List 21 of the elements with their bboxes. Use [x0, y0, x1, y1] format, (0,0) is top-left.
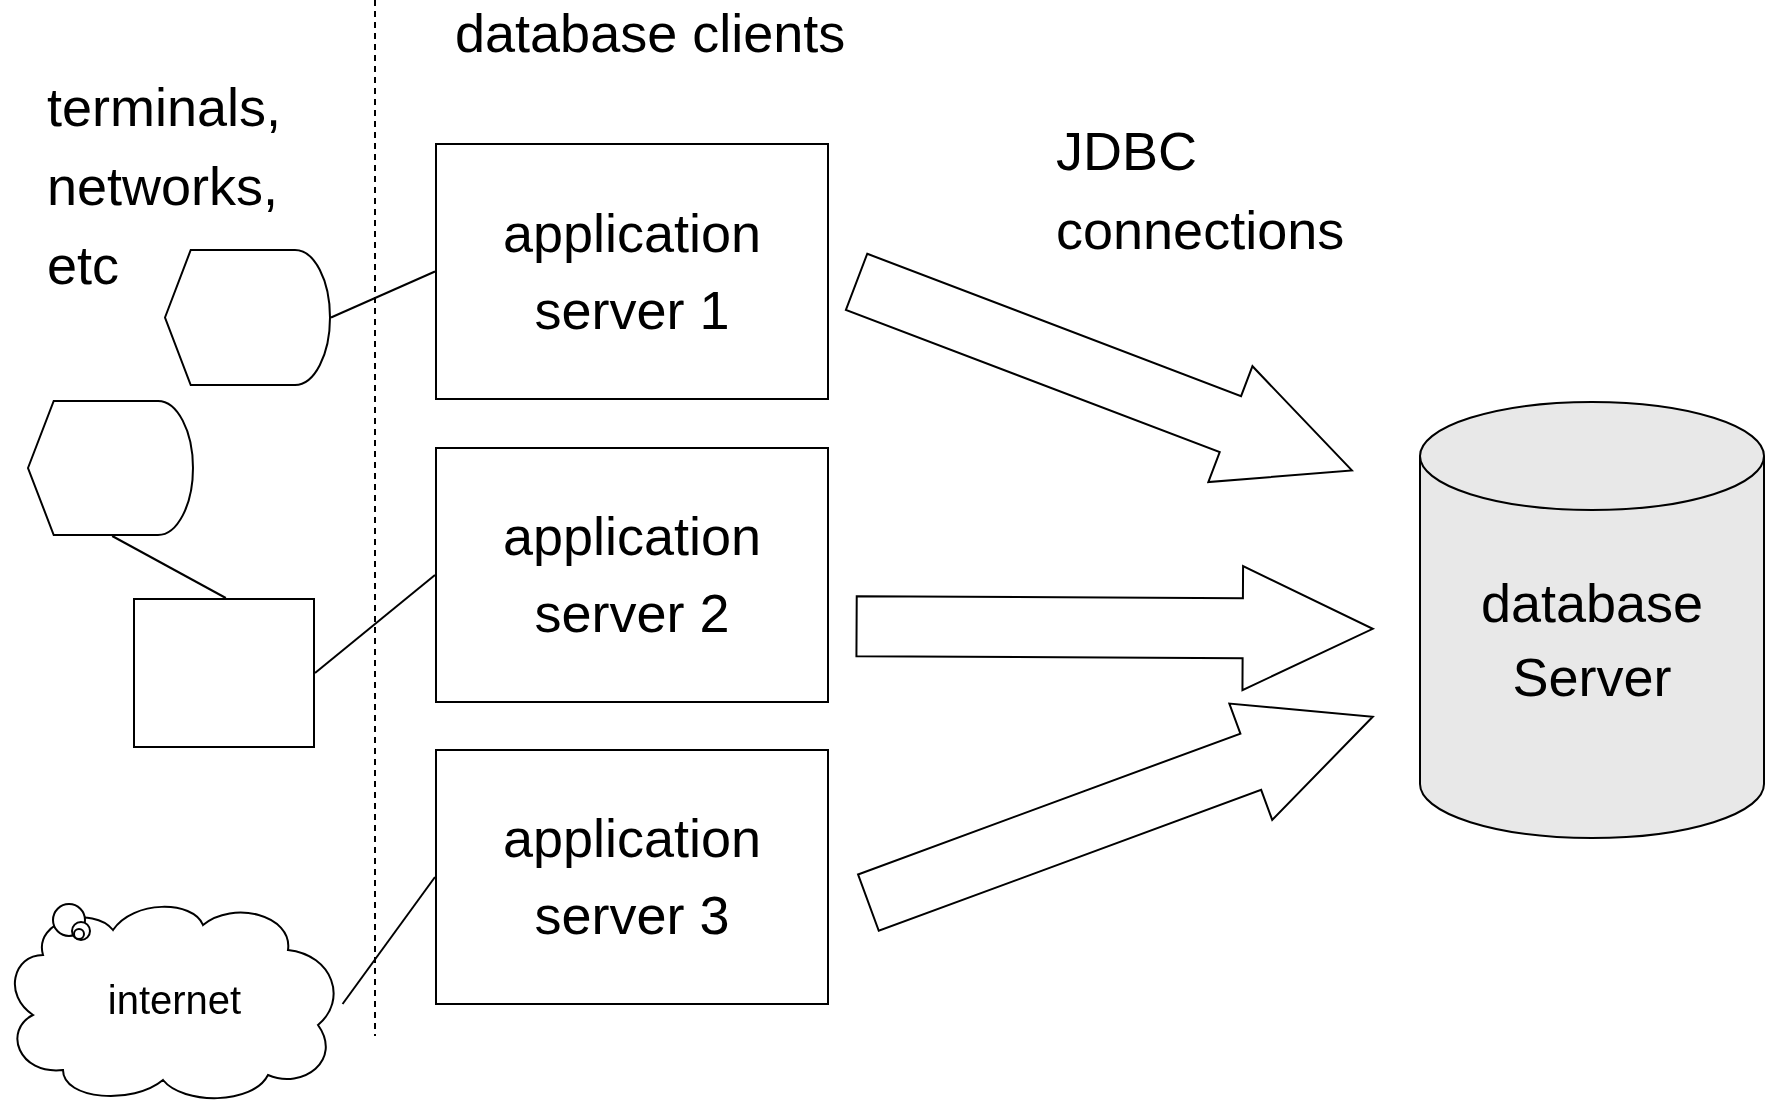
server-box [435, 749, 829, 1005]
connector-line [314, 574, 436, 674]
node-text: application server 1 [501, 201, 763, 342]
server-box [435, 447, 829, 703]
block-arrow [855, 564, 1376, 692]
heading-label: database clients [455, 2, 846, 65]
node-text: application server 2 [501, 505, 763, 645]
connector-line [341, 876, 436, 1005]
heading-label: terminals, networks, etc [47, 76, 283, 297]
node-text: database Server [1479, 572, 1705, 709]
connector-line [330, 270, 436, 319]
device-box [133, 598, 315, 748]
connector-line [111, 535, 227, 599]
heading-label: JDBC connections [1056, 120, 1346, 262]
terminal-shape [27, 400, 194, 536]
terminal-shape [164, 249, 331, 386]
block-arrow [844, 252, 1355, 484]
server-box [435, 143, 829, 400]
block-arrow [856, 702, 1375, 933]
node-text: internet [107, 977, 242, 1024]
node-text: application server 3 [501, 807, 763, 947]
